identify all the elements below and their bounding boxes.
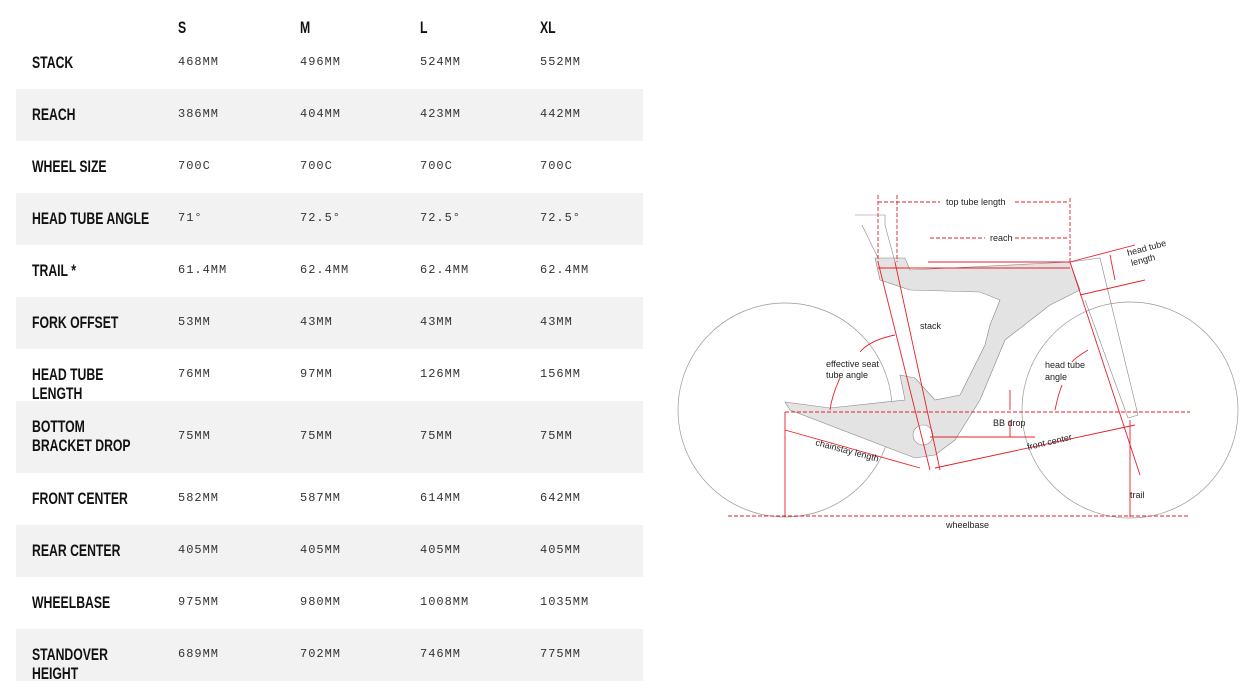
cell-value-m: 97MM [300, 367, 333, 381]
cell-value-m: 700C [300, 159, 333, 173]
row-label: WHEEL SIZE [32, 157, 107, 176]
label-wheelbase: wheelbase [945, 520, 989, 530]
row-label: STANDOVER HEIGHT [32, 645, 108, 683]
geometry-table: S M L XL STACK 468MM 496MM 524MM 552MM REACH 3… [16, 0, 643, 683]
row-label: WHEELBASE [32, 593, 111, 612]
row-label: FORK OFFSET [32, 313, 119, 332]
cell-value-xl: 405MM [540, 543, 582, 557]
cell-value-l: 423MM [420, 107, 462, 121]
table-row: HEAD TUBE ANGLE 71° 72.5° 72.5° 72.5° [16, 193, 643, 245]
row-label: REAR CENTER [32, 541, 121, 560]
label-trail: trail [1130, 490, 1145, 500]
cell-value-s: 582MM [178, 491, 220, 505]
label-chainstay-length: chainstay length [814, 437, 879, 463]
cell-value-xl: 1035MM [540, 595, 590, 609]
cell-value-m: 75MM [300, 429, 333, 443]
table-row: REAR CENTER 405MM 405MM 405MM 405MM [16, 525, 643, 577]
size-header-xl: XL [540, 18, 556, 37]
label-stack: stack [920, 321, 942, 331]
cell-value-l: 746MM [420, 647, 462, 661]
cell-value-l: 405MM [420, 543, 462, 557]
cell-value-xl: 642MM [540, 491, 582, 505]
size-header-m: M [300, 18, 311, 37]
cell-value-l: 43MM [420, 315, 453, 329]
cell-value-l: 62.4MM [420, 263, 470, 277]
cell-value-s: 700C [178, 159, 211, 173]
label-front-center: front center [1026, 432, 1073, 452]
cell-value-s: 76MM [178, 367, 211, 381]
cell-value-xl: 775MM [540, 647, 582, 661]
cell-value-m: 404MM [300, 107, 342, 121]
cell-value-l: 72.5° [420, 211, 462, 225]
table-row: TRAIL * 61.4MM 62.4MM 62.4MM 62.4MM [16, 245, 643, 297]
table-row: WHEEL SIZE 700C 700C 700C 700C [16, 141, 643, 193]
cell-value-s: 75MM [178, 429, 211, 443]
cell-value-s: 386MM [178, 107, 220, 121]
size-header-row: S M L XL [16, 0, 643, 37]
label-bb-drop: BB drop [993, 418, 1026, 428]
table-row: HEAD TUBE LENGTH 76MM 97MM 126MM 156MM [16, 349, 643, 403]
cell-value-s: 975MM [178, 595, 220, 609]
bottom-bracket [912, 424, 934, 446]
cell-value-xl: 43MM [540, 315, 573, 329]
cell-value-xl: 552MM [540, 55, 582, 69]
cell-value-xl: 62.4MM [540, 263, 590, 277]
seatpost [855, 214, 896, 263]
cell-value-s: 405MM [178, 543, 220, 557]
table-row: BOTTOM BRACKET DROP 75MM 75MM 75MM 75MM [16, 401, 643, 473]
table-row: STANDOVER HEIGHT 689MM 702MM 746MM 775MM [16, 629, 643, 683]
table-row: REACH 386MM 404MM 423MM 442MM [16, 89, 643, 141]
cell-value-l: 1008MM [420, 595, 470, 609]
table-row: FRONT CENTER 582MM 587MM 614MM 642MM [16, 473, 643, 525]
dimension-lines [728, 195, 1190, 517]
cell-value-l: 524MM [420, 55, 462, 69]
label-head-tube-angle-2: angle [1045, 372, 1067, 382]
label-seat-tube-angle: effective seat [826, 359, 879, 369]
cell-value-xl: 72.5° [540, 211, 582, 225]
table-row: FORK OFFSET 53MM 43MM 43MM 43MM [16, 297, 643, 349]
cell-value-m: 980MM [300, 595, 342, 609]
fork [1069, 257, 1139, 419]
cell-value-xl: 700C [540, 159, 573, 173]
table-row: WHEELBASE 975MM 980MM 1008MM 1035MM [16, 577, 643, 629]
size-header-s: S [178, 18, 187, 37]
table-row: STACK 468MM 496MM 524MM 552MM [16, 37, 643, 89]
label-top-tube-length: top tube length [946, 197, 1006, 207]
cell-value-l: 700C [420, 159, 453, 173]
row-label: HEAD TUBE ANGLE [32, 209, 150, 228]
cell-value-xl: 75MM [540, 429, 573, 443]
cell-value-xl: 156MM [540, 367, 582, 381]
row-label: HEAD TUBE LENGTH [32, 365, 104, 403]
cell-value-s: 71° [178, 211, 203, 225]
cell-value-m: 496MM [300, 55, 342, 69]
bike-frame [784, 257, 1081, 459]
cell-value-m: 43MM [300, 315, 333, 329]
cell-value-m: 72.5° [300, 211, 342, 225]
cell-value-l: 126MM [420, 367, 462, 381]
cell-value-s: 53MM [178, 315, 211, 329]
cell-value-m: 62.4MM [300, 263, 350, 277]
label-reach: reach [990, 233, 1013, 243]
cell-value-s: 689MM [178, 647, 220, 661]
row-label: TRAIL * [32, 261, 76, 280]
cell-value-s: 61.4MM [178, 263, 228, 277]
cell-value-l: 75MM [420, 429, 453, 443]
cell-value-m: 702MM [300, 647, 342, 661]
cell-value-m: 587MM [300, 491, 342, 505]
size-header-l: L [420, 18, 428, 37]
row-label: REACH [32, 105, 76, 124]
row-label: FRONT CENTER [32, 489, 128, 508]
label-seat-tube-angle-2: tube angle [826, 370, 868, 380]
cell-value-m: 405MM [300, 543, 342, 557]
row-label: BOTTOM BRACKET DROP [32, 417, 131, 455]
cell-value-l: 614MM [420, 491, 462, 505]
row-label: STACK [32, 53, 74, 72]
cell-value-s: 468MM [178, 55, 220, 69]
label-head-tube-angle: head tube [1045, 360, 1085, 370]
cell-value-xl: 442MM [540, 107, 582, 121]
front-wheel [1021, 301, 1239, 519]
